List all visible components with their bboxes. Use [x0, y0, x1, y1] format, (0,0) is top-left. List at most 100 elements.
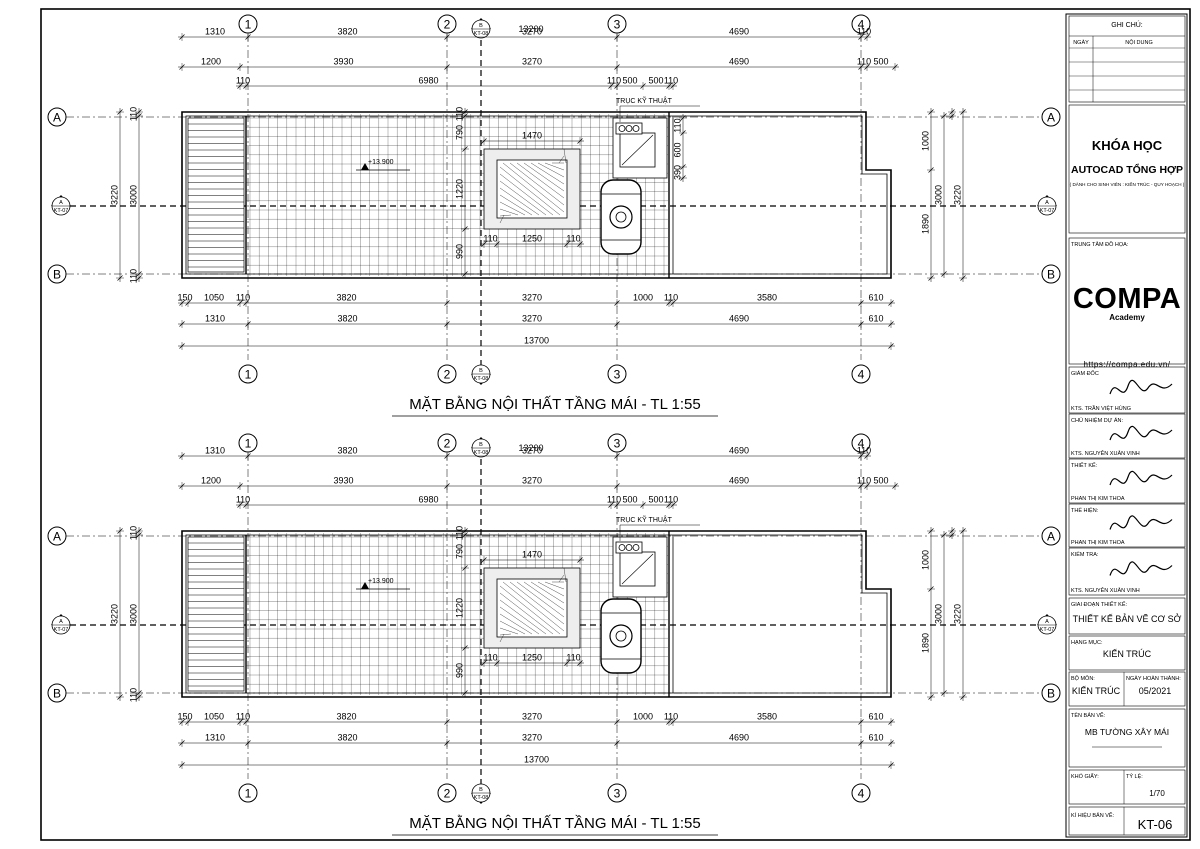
hatch — [523, 581, 565, 611]
roof-walls — [181, 111, 892, 279]
hatch — [530, 162, 565, 185]
dim-text: 4690 — [729, 27, 749, 37]
date-label: NGÀY HOÀN THÀNH: — [1126, 675, 1181, 682]
dim-text: 1050 — [204, 712, 224, 722]
grid-bubble — [851, 783, 871, 803]
center-label: TRUNG TÂM ĐỒ HỌA: — [1071, 241, 1129, 248]
dim-tick — [892, 64, 898, 70]
dim-tick — [888, 300, 894, 306]
drawing-label: TÊN BẢN VẼ: — [1071, 711, 1106, 719]
dim-tick — [614, 64, 620, 70]
grid-bubble-top-3: 3 — [607, 433, 627, 453]
role-box — [1068, 547, 1186, 596]
hatch — [499, 187, 540, 216]
dim-text: 3270 — [522, 476, 542, 486]
dim-text: 500 — [873, 57, 888, 67]
dim-tick — [243, 83, 249, 89]
hatch — [499, 194, 533, 216]
hatch — [499, 180, 547, 216]
stair-outline — [187, 117, 245, 273]
inner-wall — [185, 534, 888, 694]
dim-tick — [117, 109, 123, 115]
role-title: KIỂM TRA: — [1071, 551, 1099, 558]
signature — [1109, 561, 1173, 576]
grid-label: 2 — [444, 368, 451, 382]
dim-text: 13700 — [524, 336, 549, 346]
dim-text: 610 — [868, 314, 883, 324]
dim-tick — [670, 83, 676, 89]
section-letter: A — [1045, 200, 1049, 206]
dim-tick — [666, 502, 672, 508]
dim-top-total: 13200 — [518, 24, 543, 34]
dim-text: 110 — [664, 495, 678, 505]
grid-bubble-right-B: B — [1041, 683, 1061, 703]
roof-skylight — [483, 567, 581, 649]
dim-text: 110 — [566, 653, 580, 663]
section-mark-bottom: BKT-08 — [471, 783, 491, 804]
grid-label: 3 — [614, 437, 621, 451]
dim-tick — [444, 64, 450, 70]
floor-tiles — [246, 533, 668, 695]
hatch — [499, 620, 526, 635]
grid-label: 2 — [444, 18, 451, 32]
dept-value: KIẾN TRÚC — [1072, 686, 1121, 696]
hatch — [499, 201, 526, 216]
category-value: KIẾN TRÚC — [1103, 649, 1152, 659]
level-value: +13.900 — [368, 578, 394, 585]
dim-text: 990 — [455, 244, 465, 259]
dim-text: 3000 — [129, 185, 139, 205]
compa-logo-sub: Academy — [1109, 313, 1145, 322]
dim-text: 3820 — [337, 314, 357, 324]
role-name: KTS. NGUYỄN XUÂN VINH — [1071, 587, 1140, 594]
dim-tick — [481, 241, 487, 247]
dim-tick — [481, 138, 487, 144]
water-tank — [600, 598, 642, 674]
dim-tick — [179, 321, 185, 327]
dim-tick — [462, 690, 468, 696]
dim-tick — [462, 645, 468, 651]
section-sheet: KT-08 — [474, 795, 489, 801]
dim-tick — [941, 532, 947, 538]
dim-text: 150 — [177, 293, 192, 303]
dim-text: 1310 — [205, 446, 225, 456]
dim-text: 610 — [868, 712, 883, 722]
dim-tick — [614, 502, 620, 508]
scale-label: TỶ LỆ: — [1126, 772, 1143, 780]
dims-right-b: 3000 — [934, 112, 948, 278]
hatch — [499, 633, 505, 643]
dim-tick — [179, 719, 185, 725]
dim-text: 3580 — [757, 712, 777, 722]
dim-tick — [888, 762, 894, 768]
grid-label: B — [1047, 268, 1055, 282]
dim-tick — [577, 138, 583, 144]
grid-bubble-top-2: 2 — [437, 433, 457, 453]
dim-text: 1310 — [205, 733, 225, 743]
signature — [1109, 470, 1173, 486]
hatch — [499, 166, 561, 216]
dim-tick — [494, 241, 500, 247]
grid-label: 4 — [858, 787, 865, 801]
section-letter: B — [479, 368, 483, 374]
section-letter: B — [479, 23, 483, 29]
dim-tick — [858, 719, 864, 725]
hatch — [544, 162, 565, 171]
dim-text: 110 — [857, 476, 871, 486]
grid-label: 4 — [858, 437, 865, 451]
grid-bubble-top-1: 1 — [238, 14, 258, 34]
section-sheet: KT-08 — [474, 450, 489, 456]
dim-text: 3930 — [333, 476, 353, 486]
technical-duct: TRỤC KỸ THUẬT — [612, 515, 700, 598]
dim-tick — [858, 740, 864, 746]
dim-text: 1220 — [455, 598, 465, 618]
dim-tick — [494, 660, 500, 666]
tank-lid-inner — [615, 211, 627, 223]
plan-title: MẶT BẰNG NỘI THẤT TẦNG MÁI - TL 1:55 — [409, 814, 700, 832]
section-mark-top: BKT-08 — [471, 437, 491, 458]
dim-text: 500 — [873, 476, 888, 486]
role-name: PHAN THỊ KIM THOA — [1071, 540, 1125, 546]
website-link[interactable]: https://compa.edu.vn/ — [1084, 360, 1171, 369]
